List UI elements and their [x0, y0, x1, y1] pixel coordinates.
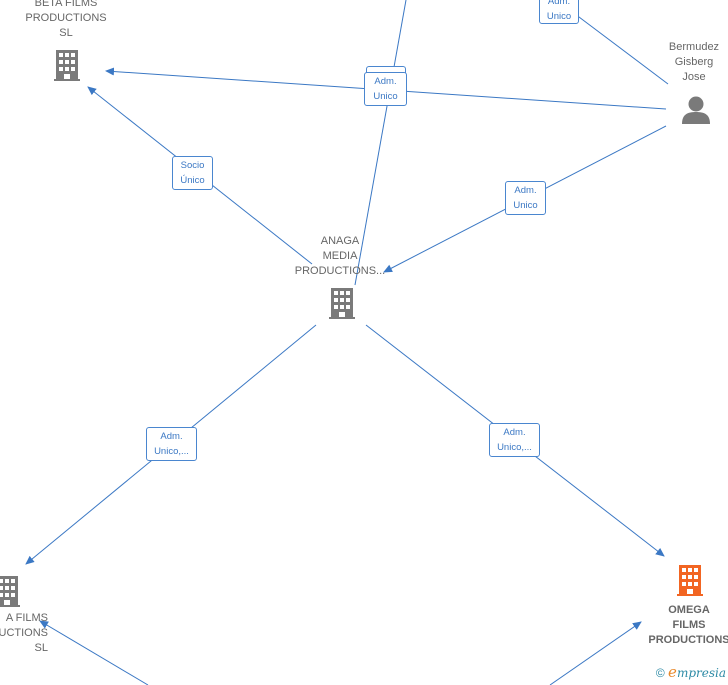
edge-label-adm-unico-right-low[interactable]: Adm. Unico,...: [489, 423, 540, 457]
building-icon: [54, 50, 80, 81]
node-label-beta-films[interactable]: BETA FILMS PRODUCTIONS SL: [25, 0, 107, 39]
edge-label-adm-unico-left-low[interactable]: Adm. Unico,...: [146, 427, 197, 461]
building-icon: [329, 288, 355, 319]
edge-label-adm-unico-top-right[interactable]: Adm. Unico: [539, 0, 579, 24]
node-label-bermudez[interactable]: Bermudez Gisberg Jose: [668, 41, 720, 83]
node-label-anaga-media[interactable]: ANAGA MEDIA PRODUCTIONS...: [294, 235, 386, 277]
node-label-left-company[interactable]: A FILMS UCTIONS SL: [0, 612, 48, 654]
edge-bottom-right: [549, 621, 642, 685]
node-label-omega-films[interactable]: OMEGA FILMS PRODUCTIONS: [648, 604, 728, 646]
edge-label-adm-unico-center[interactable]: Adm. Unico: [364, 72, 407, 106]
edge-top-right-line: [574, 13, 669, 85]
building-icon: [0, 576, 20, 607]
brand-name: mpresia: [676, 666, 726, 680]
copyright-icon: ©: [655, 666, 665, 680]
empresia-logo[interactable]: © empresia: [656, 663, 726, 681]
edge-top-line: [354, 0, 407, 286]
brand-initial: e: [668, 663, 677, 681]
building-icon: [677, 565, 703, 596]
edge-bottom-left: [39, 620, 149, 685]
person-icon: [682, 96, 710, 124]
edge-label-socio-unico[interactable]: Socio Único: [172, 156, 213, 190]
edge-label-adm-unico-right[interactable]: Adm. Unico: [505, 181, 546, 215]
